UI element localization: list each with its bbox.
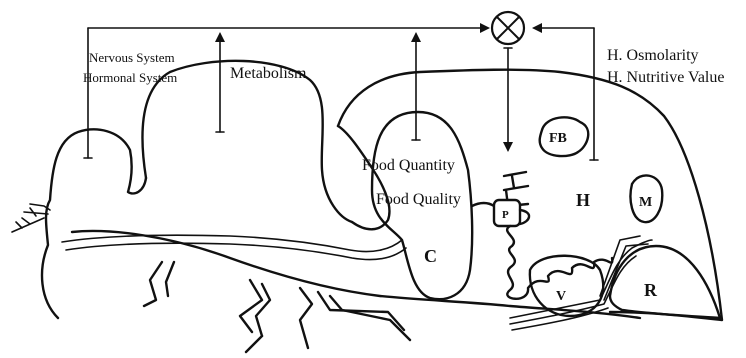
- label-m-organ: M: [639, 195, 652, 210]
- label-nervous-system: Nervous System: [89, 50, 175, 65]
- head-outline: [42, 129, 146, 318]
- thorax-outline: [142, 61, 352, 222]
- label-fat-body: FB: [549, 131, 567, 146]
- label-valve: P: [502, 209, 509, 221]
- label-food-quality: Food Quality: [376, 191, 461, 208]
- label-h-nutritive-value: H. Nutritive Value: [607, 69, 724, 86]
- label-crop: C: [424, 246, 437, 266]
- circled-x-icon: [492, 12, 524, 44]
- label-metabolism: Metabolism: [230, 65, 307, 82]
- rectum: [610, 246, 720, 318]
- label-hormonal-system: Hormonal System: [83, 70, 177, 85]
- proventricular-valve: [472, 172, 529, 226]
- feedback-network: [84, 28, 598, 160]
- label-ventriculus: V: [556, 289, 566, 304]
- antenna: [12, 204, 50, 232]
- label-food-quantity: Food Quantity: [362, 157, 455, 174]
- label-rectum: R: [644, 280, 658, 300]
- label-hemolymph: H: [576, 190, 590, 210]
- midgut: [507, 226, 612, 299]
- legs: [144, 262, 410, 352]
- foregut-wall: [338, 126, 389, 229]
- label-h-osmolarity: H. Osmolarity: [607, 47, 699, 64]
